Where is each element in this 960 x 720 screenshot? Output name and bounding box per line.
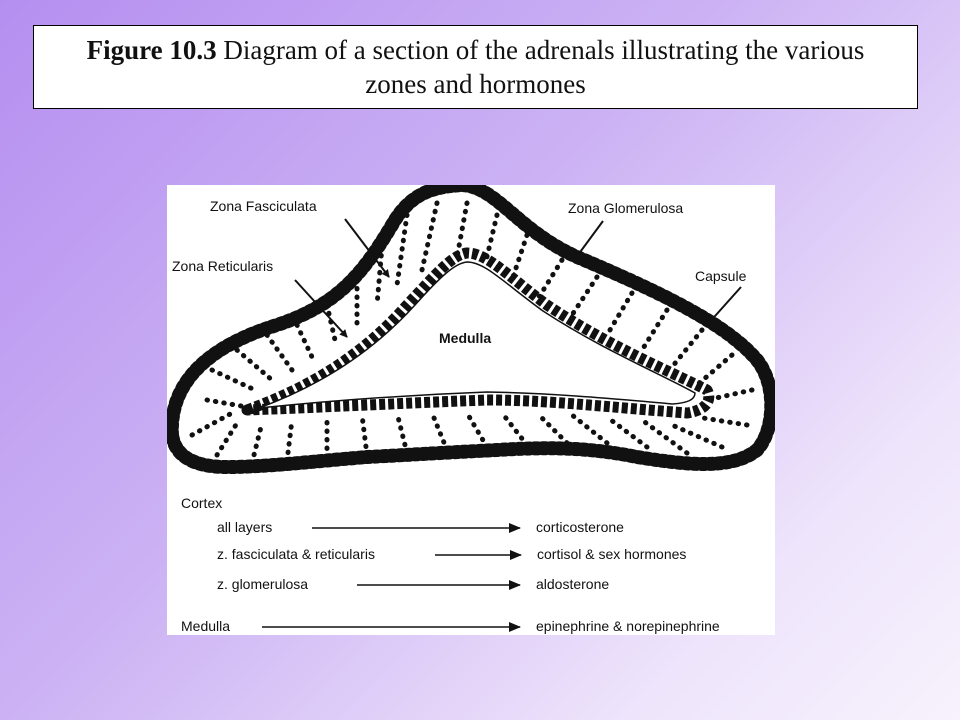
label-medulla: Medulla <box>439 330 491 346</box>
legend-hormone-3: aldosterone <box>536 576 609 592</box>
arrow-capsule <box>706 286 742 326</box>
medulla <box>258 261 696 409</box>
label-zona-glomerulosa: Zona Glomerulosa <box>568 200 683 216</box>
label-capsule: Capsule <box>695 268 747 284</box>
arrow-zona-reticularis <box>294 279 348 338</box>
adrenal-diagram-panel: Zona Fasciculata Zona Glomerulosa Zona R… <box>167 185 775 635</box>
caption-text: Diagram of a section of the adrenals ill… <box>223 35 865 99</box>
legend-cortex-heading: Cortex <box>181 495 222 511</box>
figure-number: Figure 10.3 <box>86 35 217 65</box>
label-zona-reticularis: Zona Reticularis <box>172 258 273 274</box>
fasciculata-cords <box>189 200 755 466</box>
legend-source-1: all layers <box>217 519 272 535</box>
label-zona-fasciculata: Zona Fasciculata <box>210 198 317 214</box>
arrow-zona-fasciculata <box>344 218 390 278</box>
figure-caption: Figure 10.3 Diagram of a section of the … <box>34 33 917 101</box>
legend-source-3: z. glomerulosa <box>217 576 308 592</box>
adrenal-diagram: Zona Fasciculata Zona Glomerulosa Zona R… <box>167 185 775 634</box>
legend-source-4: Medulla <box>181 618 230 634</box>
title-box: Figure 10.3 Diagram of a section of the … <box>33 25 918 109</box>
legend-hormone-2: cortisol & sex hormones <box>537 546 686 562</box>
legend-hormone-4: epinephrine & norepinephrine <box>536 618 720 634</box>
arrow-zona-glomerulosa <box>574 220 604 260</box>
legend-source-2: z. fasciculata & reticularis <box>217 546 375 562</box>
legend-hormone-1: corticosterone <box>536 519 624 535</box>
